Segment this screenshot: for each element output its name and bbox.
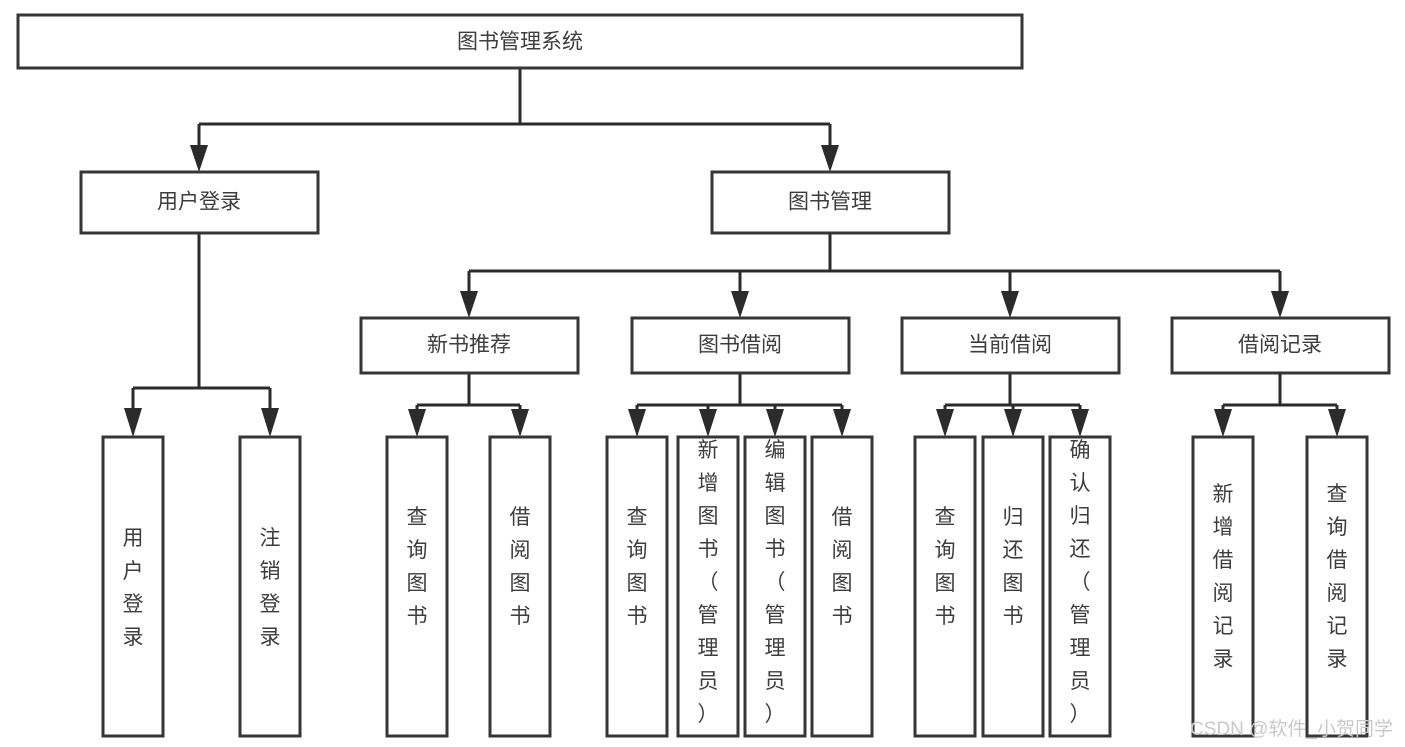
node-leaf[interactable]: 查询图书 <box>605 435 669 738</box>
leaf-box[interactable] <box>743 435 807 738</box>
node-book-borrow[interactable]: 图书借阅 <box>630 316 851 375</box>
connector-root-to-level2 <box>190 68 839 172</box>
connector-bookborrow-to-leaves <box>628 373 851 437</box>
node-leaf[interactable]: 借阅图书 <box>488 435 552 738</box>
leaf-box[interactable] <box>605 435 669 738</box>
node-new-book-recommend-box[interactable] <box>359 316 580 375</box>
arrow-icon <box>408 409 426 437</box>
arrow-icon <box>766 409 784 437</box>
arrow-icon <box>731 291 749 318</box>
connector-newbook-to-leaves <box>408 373 529 437</box>
leaf-label: 查询图书 <box>407 506 428 628</box>
arrow-icon <box>1001 291 1019 318</box>
leaf-label: 借阅图书 <box>510 506 531 628</box>
node-borrow-record-label: 借阅记录 <box>1238 334 1322 357</box>
node-leaf[interactable]: 查询图书 <box>913 435 977 738</box>
leaf-label: 新增借阅记录 <box>1213 483 1234 671</box>
leaf-box[interactable] <box>676 435 740 738</box>
connector-bookmgmt-to-level3 <box>460 233 1289 318</box>
leaf-box[interactable] <box>810 435 874 738</box>
node-user-login[interactable]: 用户登录 <box>79 170 320 235</box>
node-current-borrow[interactable]: 当前借阅 <box>900 316 1121 375</box>
leaf-label: 确认归还（管理员） <box>1070 439 1091 726</box>
leaf-label: 用户登录 <box>123 527 144 649</box>
leaf-box[interactable] <box>488 435 552 738</box>
arrow-icon <box>1328 409 1346 437</box>
node-leaf[interactable]: 注销登录 <box>238 435 302 738</box>
leaf-label: 查询借阅记录 <box>1327 483 1348 671</box>
node-leaf[interactable]: 查询借阅记录 <box>1305 435 1369 738</box>
node-leaf[interactable]: 新增借阅记录 <box>1191 435 1255 738</box>
arrow-icon <box>511 409 529 437</box>
connector-userlogin-to-leaves <box>124 233 279 437</box>
node-book-management-label: 图书管理 <box>788 191 872 214</box>
arrow-icon <box>261 408 279 437</box>
arrow-icon <box>628 409 646 437</box>
node-leaf[interactable]: 新增图书（管理员） <box>676 435 740 738</box>
leaf-box[interactable] <box>101 435 165 738</box>
node-leaf[interactable]: 编辑图书（管理员） <box>743 435 807 738</box>
leaf-box[interactable] <box>913 435 977 738</box>
leaf-box[interactable] <box>1191 435 1255 738</box>
node-borrow-record[interactable]: 借阅记录 <box>1170 316 1391 375</box>
arrow-icon <box>1271 291 1289 318</box>
arrow-icon <box>699 409 717 437</box>
arrow-icon <box>936 409 954 437</box>
node-book-borrow-box[interactable] <box>630 316 851 375</box>
leaf-label: 新增图书（管理员） <box>698 439 719 726</box>
arrow-icon <box>1071 409 1089 437</box>
arrow-icon <box>1214 409 1232 437</box>
arrow-icon <box>190 145 208 172</box>
node-current-borrow-label: 当前借阅 <box>968 334 1052 357</box>
leaf-label: 注销登录 <box>260 527 281 649</box>
leaf-box[interactable] <box>981 435 1045 738</box>
node-leaf[interactable]: 用户登录 <box>101 435 165 738</box>
leaf-box[interactable] <box>238 435 302 738</box>
leaf-box[interactable] <box>1048 435 1112 738</box>
leaf-box[interactable] <box>385 435 449 738</box>
arrow-icon <box>821 145 839 172</box>
node-leaf[interactable]: 查询图书 <box>385 435 449 738</box>
leaf-label: 查询图书 <box>935 506 956 628</box>
node-root[interactable]: 图书管理系统 <box>16 13 1024 70</box>
node-user-login-label: 用户登录 <box>157 191 241 214</box>
leaf-label: 借阅图书 <box>832 506 853 628</box>
connector-borrowrecord-to-leaves <box>1214 373 1346 437</box>
leaf-label: 查询图书 <box>627 506 648 628</box>
leaf-label: 编辑图书（管理员） <box>765 439 786 726</box>
node-book-borrow-label: 图书借阅 <box>698 334 782 357</box>
node-root-box[interactable] <box>16 13 1024 70</box>
node-new-book-recommend[interactable]: 新书推荐 <box>359 316 580 375</box>
node-leaf[interactable]: 确认归还（管理员） <box>1048 435 1112 738</box>
connector-currentborrow-to-leaves <box>936 373 1089 437</box>
node-leaf[interactable]: 借阅图书 <box>810 435 874 738</box>
arrow-icon <box>833 409 851 437</box>
node-new-book-recommend-label: 新书推荐 <box>427 334 511 357</box>
leaf-box[interactable] <box>1305 435 1369 738</box>
arrow-icon <box>1004 409 1022 437</box>
node-leaf[interactable]: 归还图书 <box>981 435 1045 738</box>
node-book-management[interactable]: 图书管理 <box>710 170 951 235</box>
arrow-icon <box>124 408 142 437</box>
node-current-borrow-box[interactable] <box>900 316 1121 375</box>
node-root-label: 图书管理系统 <box>457 31 583 54</box>
node-user-login-box[interactable] <box>79 170 320 235</box>
arrow-icon <box>460 291 478 318</box>
node-book-management-box[interactable] <box>710 170 951 235</box>
node-borrow-record-box[interactable] <box>1170 316 1391 375</box>
leaf-label: 归还图书 <box>1003 506 1024 628</box>
